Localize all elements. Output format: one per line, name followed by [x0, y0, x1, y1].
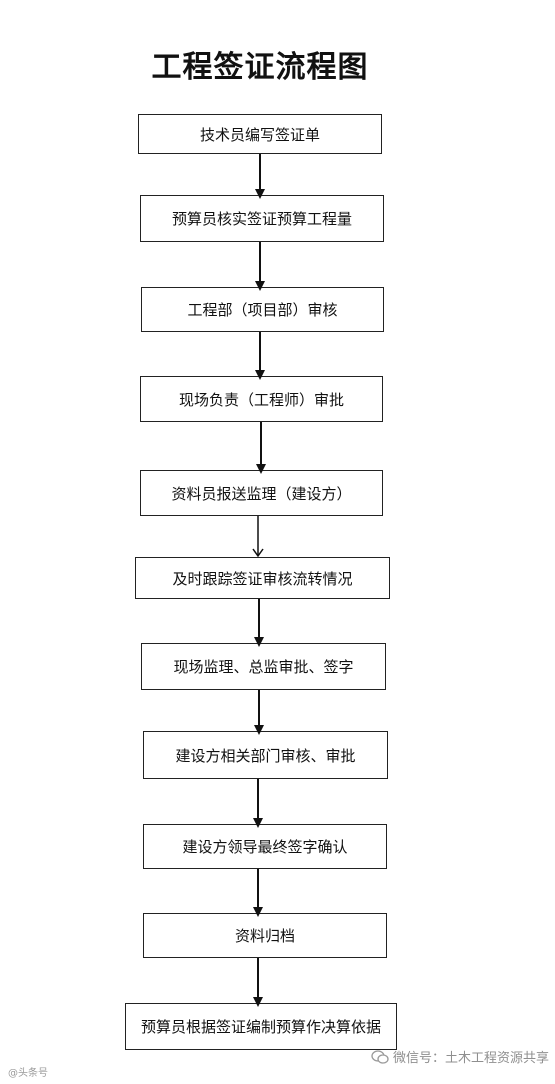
step-9: 建设方领导最终签字确认	[143, 824, 387, 869]
step-5: 资料员报送监理（建设方）	[140, 470, 383, 516]
step-1: 技术员编写签证单	[138, 114, 382, 154]
watermark-right-text: 微信号：土木工程资源共享	[392, 1051, 549, 1066]
step-11: 预算员根据签证编制预算作决算依据	[125, 1003, 397, 1050]
diagram-title: 工程签证流程图	[151, 50, 369, 85]
step-4: 现场负责（工程师）审批	[140, 376, 383, 422]
step-10: 资料归档	[143, 913, 387, 958]
step-6: 及时跟踪签证审核流转情况	[135, 557, 390, 599]
step-2: 预算员核实签证预算工程量	[140, 195, 384, 242]
step-3: 工程部（项目部）审核	[141, 287, 384, 332]
watermark-right: 微信号：土木工程资源共享	[371, 1047, 549, 1066]
watermark-left: @头条号	[8, 1068, 48, 1079]
step-7: 现场监理、总监审批、签字	[141, 643, 386, 690]
step-8: 建设方相关部门审核、审批	[143, 731, 388, 779]
wechat-icon	[371, 1049, 389, 1064]
